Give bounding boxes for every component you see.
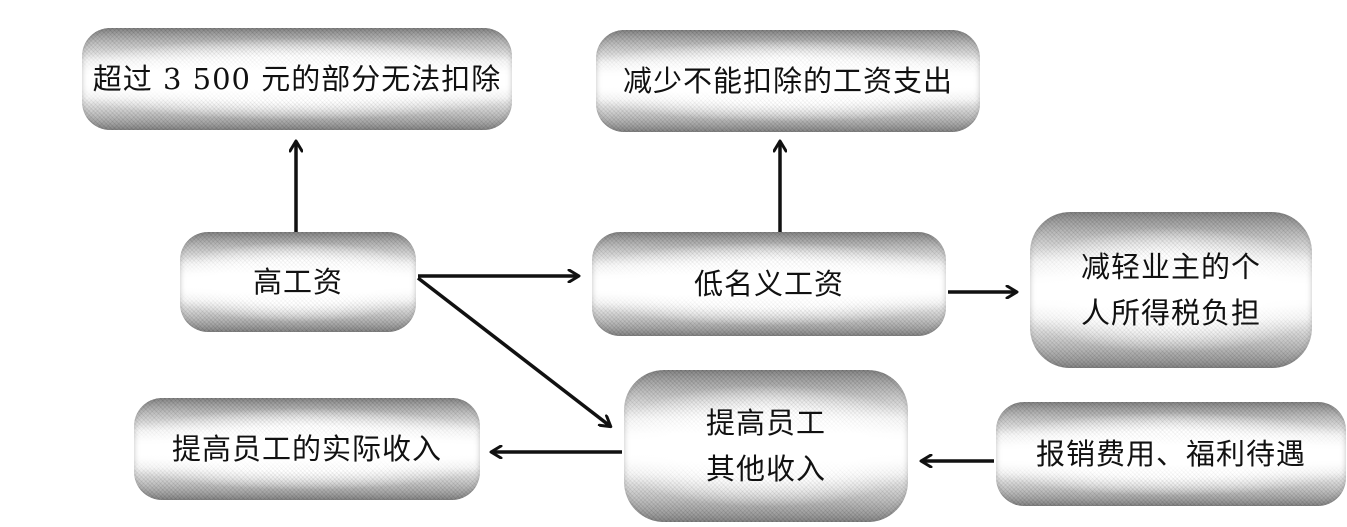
node-label-line-1: 提高员工 (705, 406, 826, 440)
node-label-line-1: 减轻业主的个 (1080, 250, 1261, 284)
node-low-nominal-wage: 低名义工资 (592, 232, 946, 336)
node-reduce-owner-tax: 减轻业主的个 人所得税负担 (1030, 212, 1312, 368)
node-reduce-nondeductible-wage: 减少不能扣除的工资支出 (596, 30, 980, 132)
node-high-wage: 高工资 (180, 232, 416, 332)
arrow-high-wage-to-other-income (416, 276, 610, 426)
node-reimbursement-benefits: 报销费用、福利待遇 (996, 402, 1346, 506)
node-excess-not-deductible: 超过 3 500 元的部分无法扣除 (82, 28, 512, 130)
node-label-line-2: 其他收入 (705, 452, 826, 486)
node-label: 高工资 (252, 264, 343, 299)
node-label-line-2: 人所得税负担 (1080, 296, 1261, 330)
node-raise-other-income: 提高员工 其他收入 (624, 370, 908, 522)
node-raise-actual-income: 提高员工的实际收入 (134, 398, 480, 500)
node-label: 减少不能扣除的工资支出 (622, 63, 953, 98)
node-label: 超过 3 500 元的部分无法扣除 (92, 61, 502, 96)
node-label: 低名义工资 (693, 266, 844, 301)
node-label: 提高员工的实际收入 (171, 431, 442, 466)
node-label: 报销费用、福利待遇 (1035, 436, 1306, 471)
